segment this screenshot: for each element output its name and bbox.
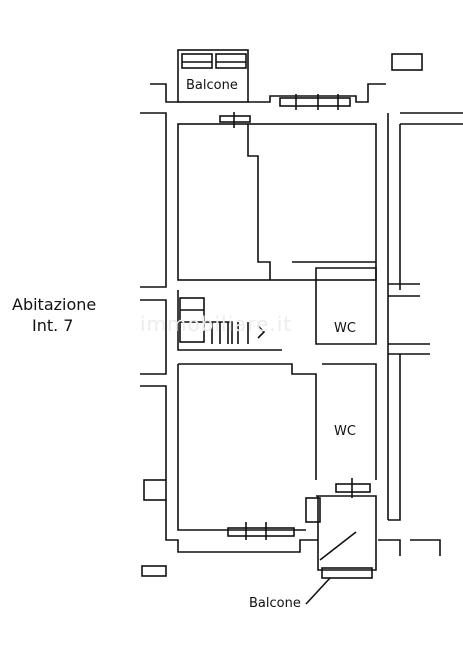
- window-bottom: [227, 522, 295, 540]
- wc-upper-label: WC: [334, 321, 356, 336]
- unit-name-label: Abitazione: [12, 295, 97, 314]
- window-wc: [335, 478, 371, 498]
- balcony-leader-line: [305, 577, 331, 605]
- balcony-bottom-label: Balcone: [249, 596, 301, 611]
- window-top: [279, 94, 351, 110]
- wc-lower-label: WC: [334, 424, 356, 439]
- door-balcony-bottom: [305, 497, 373, 579]
- unit-number-label: Int. 7: [32, 316, 74, 335]
- wall-details-left: [141, 53, 423, 577]
- balcony-top-label: Balcone: [186, 78, 238, 93]
- watermark: immobiliare.it: [140, 312, 293, 336]
- interior-walls: [177, 123, 377, 571]
- balcony-top-area: [177, 49, 249, 103]
- staircase: [179, 297, 266, 344]
- outer-walls: [140, 83, 463, 556]
- window-balcony-top: [219, 112, 251, 128]
